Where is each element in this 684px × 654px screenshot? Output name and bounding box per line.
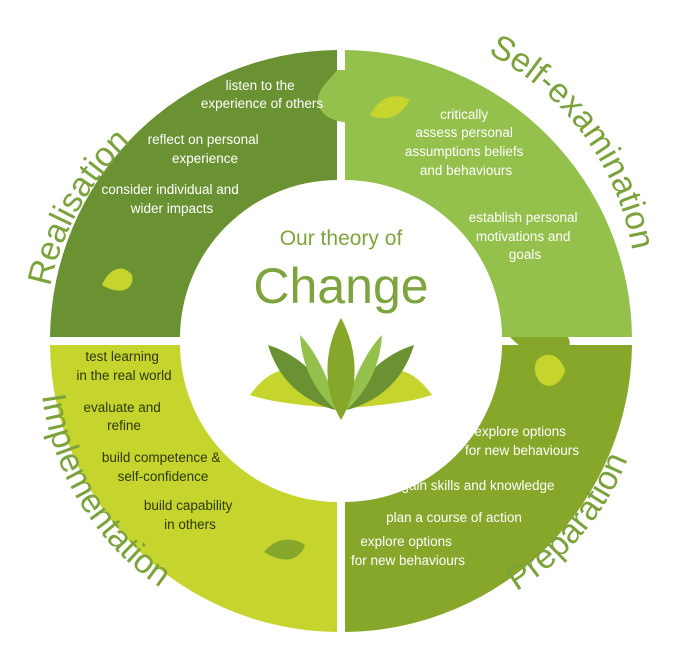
realisation-item-3: consider individual and wider impacts — [101, 182, 242, 216]
center-line-1: Our theory of — [280, 227, 403, 250]
realisation-item-1: listen to the experience of others — [201, 78, 324, 111]
puzzle-knob-left — [93, 267, 150, 337]
self-examination-item-1: critically assess personal assumptions b… — [405, 107, 527, 178]
implementation-item-1: test learning in the real world — [76, 349, 171, 383]
implementation-item-3: build competence & self-confidence — [102, 450, 224, 484]
puzzle-knob-bottom — [264, 520, 337, 580]
self-examination-item-2: establish personal motivations and goals — [469, 210, 582, 262]
preparation-item-2: gain skills and knowledge — [401, 478, 554, 493]
preparation-segment — [345, 345, 632, 632]
implementation-segment — [50, 345, 337, 632]
self-examination-segment — [345, 50, 632, 337]
puzzle-knob-right — [510, 337, 570, 386]
puzzle-knob-top — [318, 70, 410, 123]
preparation-item-4: explore options for new behaviours — [351, 534, 465, 568]
center-line-2: Change — [253, 258, 428, 314]
implementation-item-4: build capability in others — [144, 498, 236, 532]
realisation-item-2: reflect on personal experience — [148, 132, 263, 166]
lotus-icon — [250, 318, 432, 420]
preparation-item-1: explore options for new behaviours — [465, 424, 579, 458]
realisation-segment — [50, 50, 337, 337]
preparation-item-3: plan a course of action — [386, 510, 522, 525]
implementation-item-2: evaluate and refine — [83, 400, 164, 433]
